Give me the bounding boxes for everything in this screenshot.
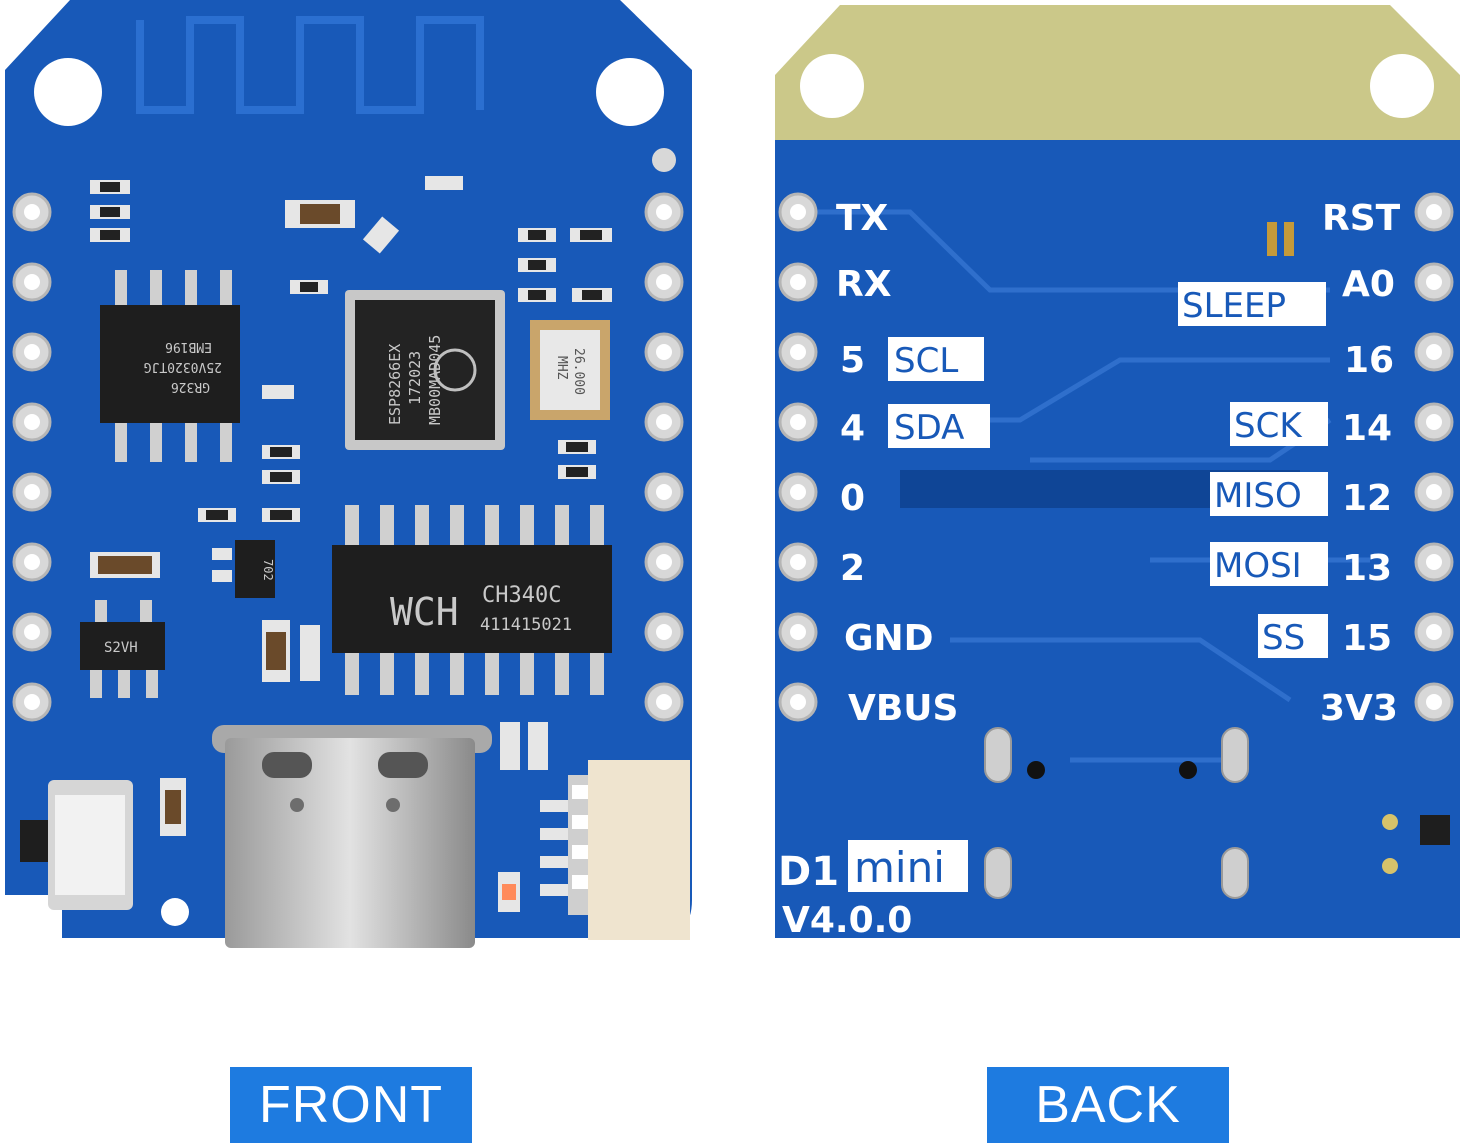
back-pcb [775, 140, 1460, 938]
pin-label-15: 15 [1342, 618, 1392, 659]
crystal: 26.000 MHZ [530, 320, 610, 420]
pin-label-gnd: GND [844, 618, 934, 659]
front-board: GR326 25V0320TJG EMB196 ESP8266EX 172023… [5, 0, 692, 948]
mounting-hole [1370, 54, 1434, 118]
mounting-hole [596, 58, 664, 126]
front-caption: FRONT [230, 1067, 472, 1143]
boxed-label-mosi: MOSI [1214, 546, 1302, 586]
usb-chip-brand: WCH [390, 590, 459, 634]
pin-label-rx: RX [836, 264, 892, 305]
back-caption: BACK [987, 1067, 1229, 1143]
back-right-pads [1414, 192, 1454, 722]
usb-chip-model: CH340C [482, 583, 561, 608]
right-pin-labels: RST A0 16 14 12 13 15 3V3 [1320, 198, 1401, 729]
solder-joints [984, 727, 1249, 899]
flash-label-3: EMB196 [165, 339, 212, 354]
pin-label-tx: TX [836, 198, 889, 239]
mounting-hole [34, 58, 102, 126]
reset-button [20, 780, 133, 910]
pin-label-2: 2 [840, 548, 865, 589]
ch340c-chip: WCH CH340C 411415021 [332, 505, 612, 695]
version-label: V4.0.0 [782, 900, 912, 941]
usb-chip-code: 411415021 [480, 615, 572, 635]
pin-label-4: 4 [840, 408, 865, 449]
model-boxed: mini [854, 843, 945, 892]
boxed-label-sck: SCK [1234, 406, 1303, 446]
pin-label-rst: RST [1322, 198, 1401, 239]
small-chip: 702 [235, 540, 275, 598]
left-pads [12, 192, 52, 722]
pin-label-vbus: VBUS [848, 688, 958, 729]
esp-label-1: ESP8266EX [386, 344, 404, 425]
jst-connector [568, 760, 690, 940]
regulator-chip: S2VH [80, 600, 165, 698]
back-board: TX RX 5 4 0 2 GND VBUS SCL SDA RST A0 16… [775, 5, 1460, 941]
left-pin-labels: TX RX 5 4 0 2 GND VBUS [836, 198, 958, 729]
pin-label-3v3: 3V3 [1320, 688, 1398, 729]
mounting-hole [800, 54, 864, 118]
esp-label-3: MB00MAD045 [426, 335, 444, 425]
antenna-area [775, 5, 1460, 145]
small-chip-label: 702 [261, 559, 275, 581]
boxed-label-ss: SS [1262, 618, 1305, 658]
boxed-label-sda: SDA [894, 408, 964, 448]
pin-label-12: 12 [1342, 478, 1392, 519]
espressif-logo-icon [433, 348, 477, 392]
esp-label-2: 172023 [406, 351, 424, 405]
flash-chip: GR326 25V0320TJG EMB196 [100, 270, 240, 462]
smd-components [90, 176, 612, 896]
antenna-trace [136, 16, 484, 114]
flash-label-1: GR326 [171, 379, 210, 394]
pin-label-13: 13 [1342, 548, 1392, 589]
boxed-label-miso: MISO [1214, 476, 1302, 516]
esp8266-chip: ESP8266EX 172023 MB00MAD045 [345, 290, 505, 450]
usb-c-connector [212, 725, 492, 948]
model-prefix: D1 [778, 849, 839, 895]
pin-label-5: 5 [840, 340, 865, 381]
regulator-label: S2VH [104, 640, 138, 656]
boxed-label-sleep: SLEEP [1182, 286, 1286, 326]
pin-label-0: 0 [840, 478, 865, 519]
flash-label-2: 25V0320TJG [144, 359, 222, 374]
xtal-label-1: 26.000 [571, 348, 586, 395]
pin-label-16: 16 [1344, 340, 1394, 381]
pin-label-14: 14 [1342, 408, 1392, 449]
boxed-label-scl: SCL [894, 341, 958, 381]
xtal-label-2: MHZ [554, 356, 569, 380]
pin-label-a0: A0 [1342, 264, 1395, 305]
